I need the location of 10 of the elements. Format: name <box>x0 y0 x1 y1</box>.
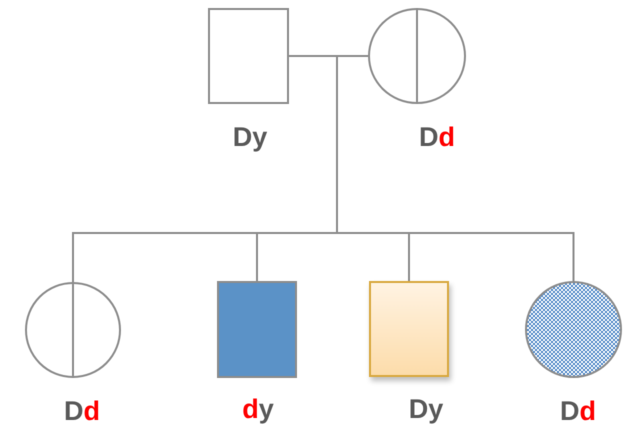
genotype-label: Dd <box>560 398 596 425</box>
genotype-label: Dy <box>408 396 444 423</box>
genotype-label: dy <box>242 396 274 423</box>
male-square <box>217 281 297 378</box>
male-square <box>369 281 449 377</box>
genotype-label: Dd <box>64 398 100 425</box>
marriage-line <box>289 55 368 57</box>
male-square <box>208 8 289 104</box>
genotype-label: Dy <box>232 124 268 151</box>
genotype-label: Dd <box>419 124 455 151</box>
